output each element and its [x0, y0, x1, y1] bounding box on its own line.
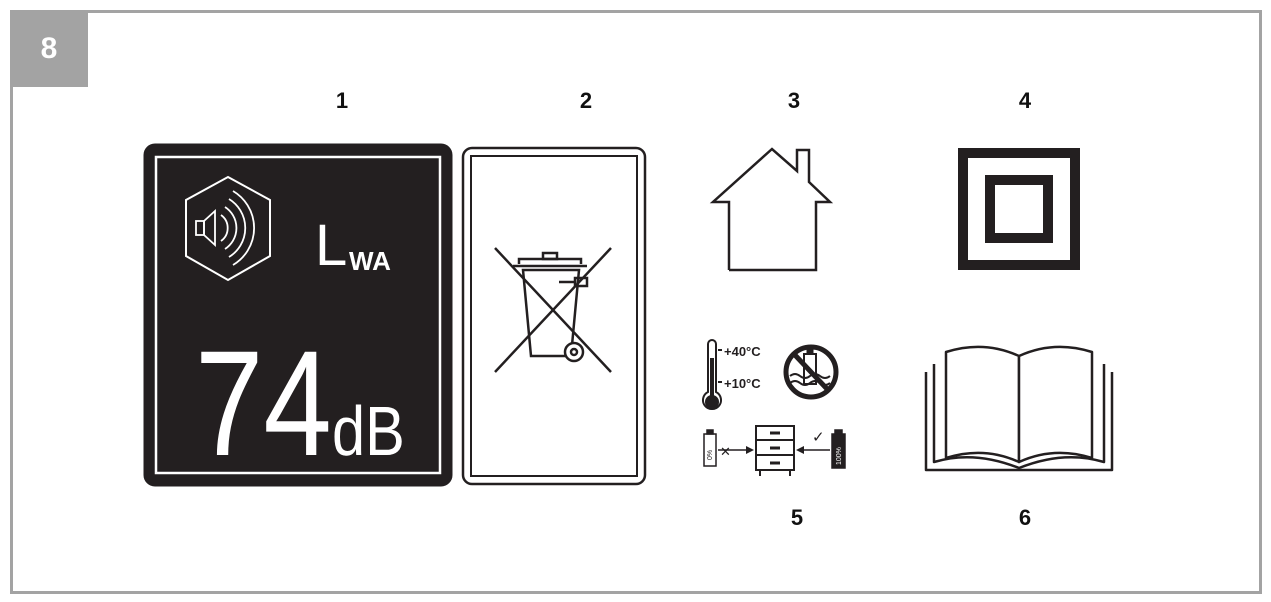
sound-power-l: L: [315, 213, 347, 278]
sound-power-subscript: WA: [349, 246, 391, 276]
crossed-bin-icon: [494, 247, 612, 373]
speaker-hexagon-icon: [185, 175, 271, 282]
charge-empty: 0%: [707, 450, 714, 460]
house-icon: [709, 147, 834, 272]
battery-storage-symbol: +40°C +10°C 0% ✕ ✓ 100%: [702, 339, 846, 476]
arrow-head-right: [796, 446, 804, 454]
reject-mark: ✕: [720, 444, 731, 459]
sound-power-label: L WA 74 dB: [143, 143, 453, 488]
symbol-number-5: 5: [790, 505, 804, 530]
storage-cabinet-icon: [755, 425, 795, 476]
weee-bin-symbol: [461, 146, 647, 486]
arrow-head-left: [746, 446, 754, 454]
temperature-max: +40°C: [724, 344, 761, 359]
section-number-tab: 8: [10, 10, 88, 87]
open-book-icon: [924, 345, 1114, 472]
symbol-number-3: 3: [787, 88, 801, 113]
thermometer-icon: [702, 339, 722, 411]
symbol-number-6: 6: [1018, 505, 1032, 530]
temperature-min: +10°C: [724, 376, 761, 391]
full-battery-icon: [831, 429, 846, 469]
accept-mark: ✓: [812, 429, 825, 446]
symbol-number-4: 4: [1018, 88, 1032, 113]
double-insulation-icon: [958, 148, 1080, 270]
charge-full: 100%: [836, 447, 843, 465]
sound-power-unit: dB: [332, 391, 405, 470]
symbol-number-2: 2: [579, 88, 593, 113]
symbol-number-1: 1: [335, 88, 349, 113]
empty-battery-icon: [703, 429, 717, 467]
figure-frame: [10, 10, 1262, 594]
sound-power-value: 74: [195, 320, 332, 487]
no-water-battery-icon: [783, 344, 839, 400]
